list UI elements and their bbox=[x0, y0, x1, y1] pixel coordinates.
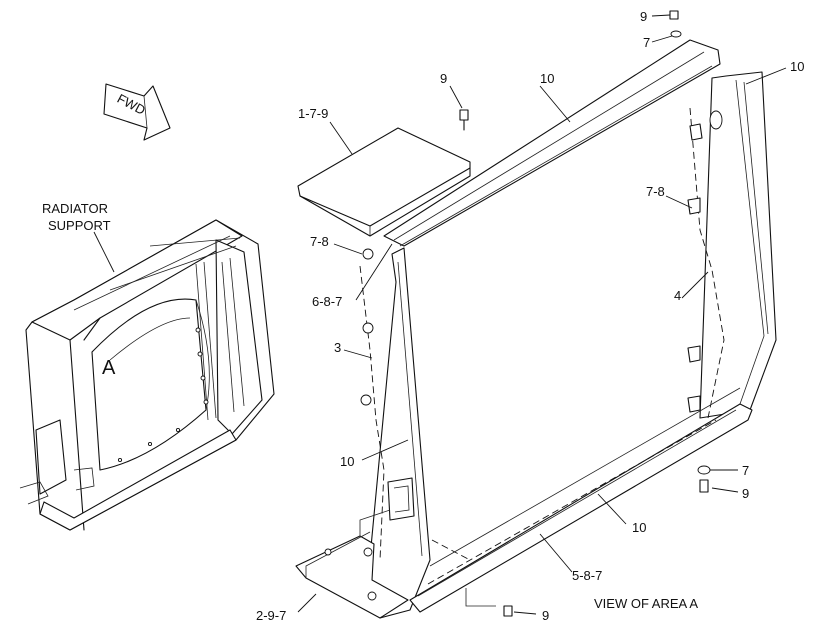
callout-7-8-left: 7-8 bbox=[310, 234, 329, 249]
callout-10-top: 10 bbox=[540, 71, 554, 86]
callout-3: 3 bbox=[334, 340, 341, 355]
radiator-support-assembly: RADIATOR SUPPORT A bbox=[19, 201, 275, 531]
area-a-label: A bbox=[102, 357, 116, 379]
radiator-support-label-2: SUPPORT bbox=[48, 218, 111, 233]
callout-5-8-7: 5-8-7 bbox=[572, 568, 602, 583]
callout-7-bottom: 7 bbox=[742, 463, 749, 478]
callout-7-top: 7 bbox=[643, 35, 650, 50]
callout-2-9-7: 2-9-7 bbox=[256, 608, 286, 623]
callout-10-right: 10 bbox=[790, 59, 804, 74]
callout-labels: 9 7 9 10 10 1-7-9 7-8 6-8-7 7-8 4 3 10 7… bbox=[256, 9, 804, 623]
callout-1-7-9: 1-7-9 bbox=[298, 106, 328, 121]
callout-leaders bbox=[297, 14, 787, 615]
frame-assembly bbox=[295, 10, 777, 619]
callout-7-8-right: 7-8 bbox=[646, 184, 665, 199]
callout-4: 4 bbox=[674, 288, 681, 303]
callout-6-8-7: 6-8-7 bbox=[312, 294, 342, 309]
radiator-support-label-1: RADIATOR bbox=[42, 201, 108, 216]
callout-9-bottom: 9 bbox=[542, 608, 549, 623]
callout-9-top: 9 bbox=[640, 9, 647, 24]
callout-9-mid: 9 bbox=[440, 71, 447, 86]
callout-9-bottom-right: 9 bbox=[742, 486, 749, 501]
fwd-arrow-icon: FWD bbox=[103, 83, 171, 141]
callout-10-left: 10 bbox=[340, 454, 354, 469]
view-of-area-label: VIEW OF AREA A bbox=[594, 596, 698, 611]
callout-10-bottom: 10 bbox=[632, 520, 646, 535]
